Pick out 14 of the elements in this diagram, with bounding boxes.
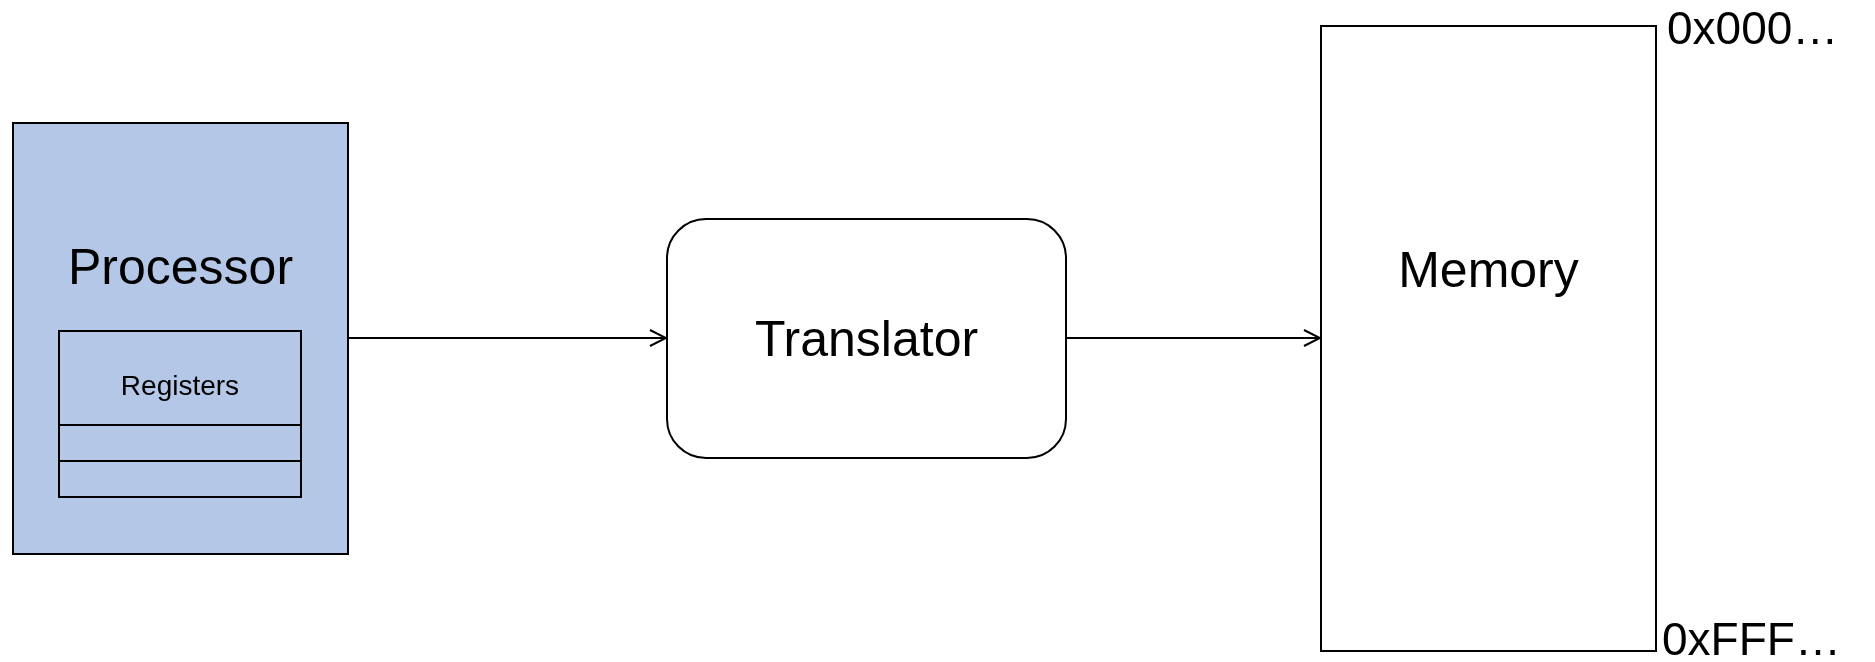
processor-box <box>12 122 349 555</box>
arrow <box>1066 329 1321 347</box>
arrow <box>348 329 667 347</box>
register-row <box>58 460 302 498</box>
node-label: Registers <box>120 372 240 400</box>
node-label: Translator <box>754 314 979 364</box>
registers-box <box>58 330 302 426</box>
register-row <box>58 424 302 462</box>
address-label: 0xFFF… <box>1662 616 1841 662</box>
node-label: Memory <box>1398 245 1579 295</box>
memory-box <box>1320 25 1657 652</box>
node-label: Processor <box>67 242 294 292</box>
translator-box <box>666 218 1067 459</box>
address-label: 0x000… <box>1667 5 1839 51</box>
